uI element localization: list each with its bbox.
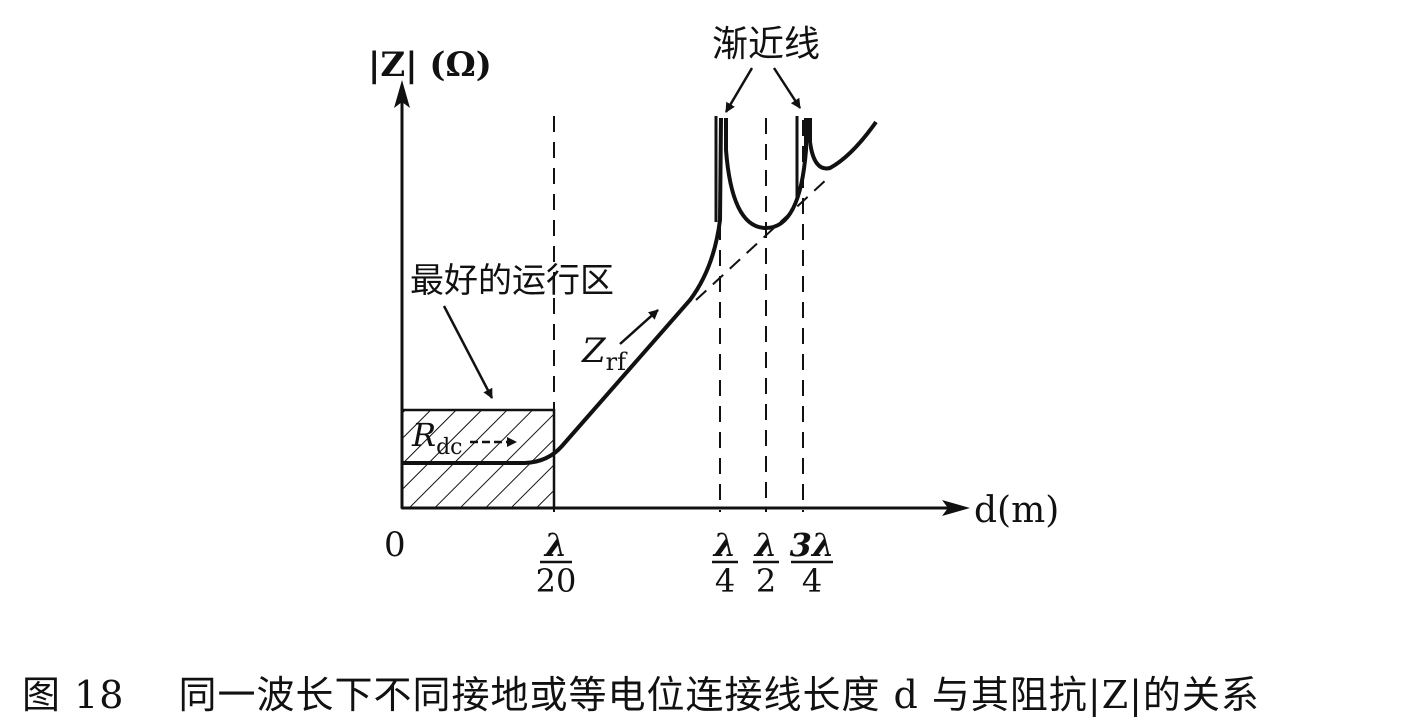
rdc-main: R — [411, 416, 436, 454]
caption-text: 同一波长下不同接地或等电位连接线长度 d 与其阻抗|Z|的关系 — [178, 673, 1260, 717]
rdc-sub: dc — [436, 435, 462, 460]
best-region-arrow — [442, 305, 494, 399]
origin-label: 0 — [384, 525, 406, 565]
tick-numerator: λ — [712, 526, 736, 564]
asymptote-arrow-right — [772, 67, 802, 109]
y-axis-arrow-icon — [394, 80, 410, 108]
impedance-curve — [402, 117, 723, 465]
zrf-arrow — [619, 309, 659, 345]
tick-denominator: 4 — [715, 562, 735, 600]
y-axis-label: |Z| (Ω) — [368, 45, 492, 85]
x-axis-label: d(m) — [974, 490, 1059, 531]
figure-number: 图 18 — [22, 673, 125, 717]
tick-lambda-4: λ 4 — [712, 526, 738, 600]
tick-lambda-2: λ 2 — [753, 526, 779, 600]
figure-caption: 图 18 同一波长下不同接地或等电位连接线长度 d 与其阻抗|Z|的关系 — [22, 664, 1412, 719]
tick-numerator: λ — [543, 526, 567, 564]
impedance-curve-tail — [808, 118, 878, 171]
asymptote-diagonal — [695, 177, 829, 301]
best-region-label: 最好的运行区 — [410, 261, 614, 301]
rdc-label: Rdc — [411, 416, 463, 460]
zrf-main: Z — [581, 331, 607, 371]
tick-lambda-20: λ 20 — [536, 526, 577, 600]
tick-numerator: λ — [753, 526, 777, 564]
asymptote-arrow-left — [724, 67, 754, 113]
tick-3lambda-4: 3λ 4 — [790, 526, 835, 600]
tick-numerator: 3λ — [790, 526, 835, 564]
asymptote-label: 渐近线 — [712, 24, 820, 65]
tick-denominator: 20 — [536, 562, 577, 600]
tick-denominator: 4 — [802, 562, 822, 600]
x-axis-arrow-icon — [942, 500, 970, 516]
hatched-region — [400, 408, 556, 510]
tick-denominator: 2 — [756, 562, 776, 600]
impedance-curve-resonance — [724, 118, 808, 231]
zrf-sub: rf — [606, 348, 628, 376]
zrf-label: Zrf — [581, 331, 628, 376]
